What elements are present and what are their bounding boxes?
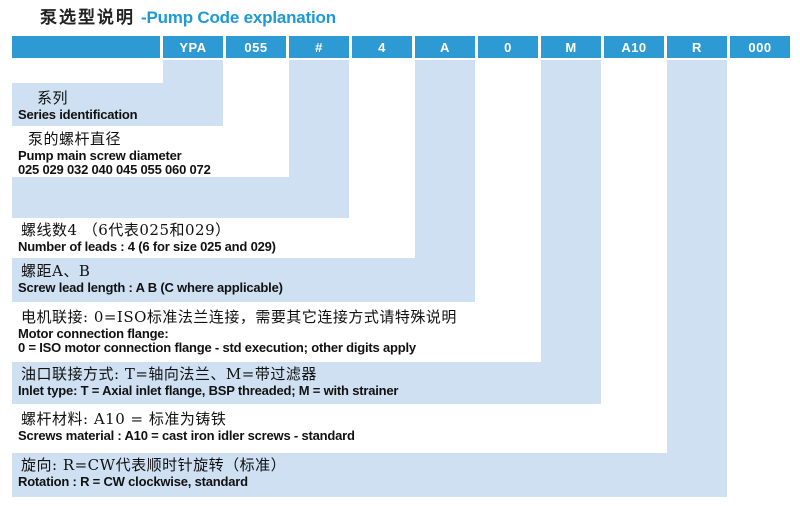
- code-segment-055: 055: [226, 36, 286, 58]
- page-title: 泵选型说明 -Pump Code explanation: [40, 3, 336, 28]
- code-segment-0: 0: [478, 36, 538, 58]
- motor-flange-label-en: Motor connection flange:: [18, 326, 169, 341]
- page-title-en: -Pump Code explanation: [141, 8, 336, 27]
- code-segment-a10: A10: [604, 36, 664, 58]
- inlet-type-label-zh: 油口联接方式: T=轴向法兰、M=带过滤器: [21, 365, 317, 383]
- column-r: [667, 60, 727, 453]
- leads-label-en: Number of leads : 4 (6 for size 025 and …: [18, 239, 276, 254]
- lead-length-label-en: Screw lead length : A B (C where applica…: [18, 280, 283, 295]
- inlet-type-label-en: Inlet type: T = Axial inlet flange, BSP …: [18, 383, 399, 398]
- code-segment-000: 000: [730, 36, 790, 58]
- code-segment-4: 4: [352, 36, 412, 58]
- row-motor-flange: 电机联接: 0=ISO标准法兰连接，需要其它连接方式请特殊说明 Motor co…: [12, 302, 538, 362]
- screw-diameter-sizes: 025 029 032 040 045 055 060 072: [18, 161, 211, 177]
- screw-diameter-label-zh: 泵的螺杆直径: [28, 130, 122, 148]
- code-segment-r: R: [667, 36, 727, 58]
- leads-label-zh: 螺线数4 （6代表025和029）: [21, 221, 231, 239]
- row-lead-length: 螺距A、B Screw lead length : A B (C where a…: [12, 258, 475, 302]
- screw-material-label-zh: 螺杆材料: A10 = 标准为铸铁: [21, 410, 227, 428]
- row-inlet-type: 油口联接方式: T=轴向法兰、M=带过滤器 Inlet type: T = Ax…: [12, 362, 601, 404]
- code-segment-a: A: [415, 36, 475, 58]
- row-hash-spacer: [12, 177, 349, 218]
- column-m: [541, 60, 601, 362]
- row-screw-diameter: 泵的螺杆直径 Pump main screw diameter 025 029 …: [12, 127, 286, 177]
- code-segment-ypa: YPA: [163, 36, 223, 58]
- code-segment-hash: #: [289, 36, 349, 58]
- row-number-of-leads: 螺线数4 （6代表025和029） Number of leads : 4 (6…: [12, 218, 412, 258]
- screw-material-label-en: Screws material : A10 = cast iron idler …: [18, 428, 355, 443]
- column-hash: [289, 60, 349, 177]
- page-title-zh: 泵选型说明: [40, 8, 135, 28]
- rotation-label-zh: 旋向: R=CW代表顺时针旋转（标准）: [21, 456, 287, 474]
- motor-flange-detail-en: 0 = ISO motor connection flange - std ex…: [18, 339, 416, 355]
- lead-length-label-zh: 螺距A、B: [21, 262, 91, 280]
- column-ypa: [163, 60, 223, 83]
- code-segment-blank: [12, 36, 160, 58]
- screw-diameter-label-en: Pump main screw diameter: [18, 148, 182, 163]
- series-label-zh: 系列: [37, 89, 69, 107]
- rotation-label-en: Rotation : R = CW clockwise, standard: [18, 474, 248, 489]
- row-series: 系列 Series identification: [12, 83, 223, 126]
- row-screw-material: 螺杆材料: A10 = 标准为铸铁 Screws material : A10 …: [12, 404, 664, 453]
- motor-flange-label-zh: 电机联接: 0=ISO标准法兰连接，需要其它连接方式请特殊说明: [21, 308, 457, 326]
- row-rotation: 旋向: R=CW代表顺时针旋转（标准） Rotation : R = CW cl…: [12, 453, 727, 497]
- series-label-en: Series identification: [18, 107, 138, 122]
- code-segment-m: M: [541, 36, 601, 58]
- column-a: [415, 60, 475, 258]
